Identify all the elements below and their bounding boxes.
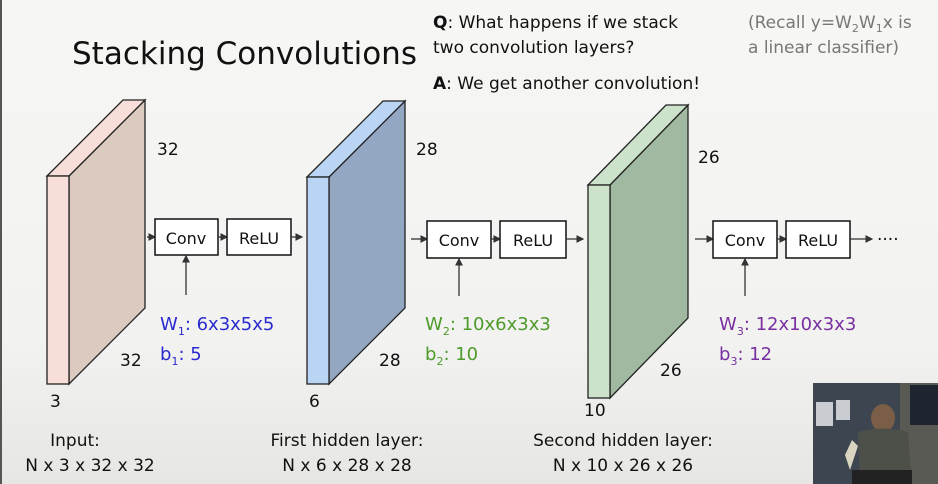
input-depth-label: 3 — [50, 392, 61, 412]
svg-text:Conv: Conv — [439, 231, 480, 250]
conv-relu-block-3: Conv ReLU — [695, 220, 874, 296]
svg-text:W2: 10x6x3x3: W2: 10x6x3x3 — [425, 314, 551, 338]
svg-text:b1: 5: b1: 5 — [160, 344, 202, 368]
svg-text:two convolution layers?: two convolution layers? — [433, 38, 634, 58]
relu-box-2 — [499, 220, 567, 259]
hidden2-caption: Second hidden layer: — [533, 431, 713, 451]
hidden2-depth-label: 10 — [584, 401, 606, 421]
relu-box-1 — [226, 218, 292, 256]
params-2: W2: 10x6x3x3 b2: 10 — [425, 314, 551, 368]
answer: A: We get another convolution! — [433, 74, 700, 94]
params-1: W1: 6x3x5x5 b1: 5 — [160, 314, 274, 368]
svg-text:Conv: Conv — [166, 229, 207, 248]
hidden2-width-label: 26 — [660, 361, 682, 381]
ellipsis: ···· — [877, 230, 899, 250]
svg-text:ReLU: ReLU — [513, 231, 553, 250]
svg-text:W1: 6x3x5x5: W1: 6x3x5x5 — [160, 314, 274, 338]
conv-box-2 — [426, 220, 492, 259]
hidden1-width-label: 28 — [379, 351, 401, 371]
conv-relu-block-2: Conv ReLU — [411, 220, 585, 296]
hidden1-height-label: 28 — [416, 140, 438, 160]
svg-text:b2: 10: b2: 10 — [425, 344, 478, 368]
question: Q: What happens if we stack two convolut… — [433, 13, 678, 58]
input-width-label: 32 — [120, 351, 142, 371]
svg-text:ReLU: ReLU — [798, 231, 838, 250]
slide-title: Stacking Convolutions — [72, 36, 417, 72]
params-3: W3: 12x10x3x3 b3: 12 — [719, 314, 856, 368]
volume-input — [45, 98, 147, 386]
svg-text:ReLU: ReLU — [239, 229, 279, 248]
hidden1-caption: First hidden layer: — [271, 431, 424, 451]
volume-hidden-2 — [586, 103, 690, 400]
conv-relu-block-1: Conv ReLU — [147, 218, 304, 295]
hidden2-shape: N x 10 x 26 x 26 — [553, 456, 693, 476]
input-shape: N x 3 x 32 x 32 — [25, 456, 154, 476]
svg-text:(Recall y=W2W1x is: (Recall y=W2W1x is — [748, 13, 912, 35]
svg-text:b3: 12: b3: 12 — [719, 344, 772, 368]
relu-box-3 — [785, 220, 851, 259]
svg-text:W3: 12x10x3x3: W3: 12x10x3x3 — [719, 314, 856, 338]
hidden1-shape: N x 6 x 28 x 28 — [282, 456, 411, 476]
conv-box-3 — [712, 220, 778, 259]
speaker-video — [813, 383, 938, 484]
svg-text:Q: What happens if we stack: Q: What happens if we stack — [433, 13, 678, 33]
hidden1-depth-label: 6 — [309, 392, 320, 412]
hidden2-height-label: 26 — [698, 148, 720, 168]
volume-hidden-1 — [305, 99, 407, 386]
input-caption: Input: — [50, 431, 100, 451]
recall-note: (Recall y=W2W1x is a linear classifier) — [748, 13, 912, 58]
svg-text:a linear classifier): a linear classifier) — [748, 38, 899, 58]
input-height-label: 32 — [157, 140, 179, 160]
svg-text:Conv: Conv — [725, 231, 766, 250]
